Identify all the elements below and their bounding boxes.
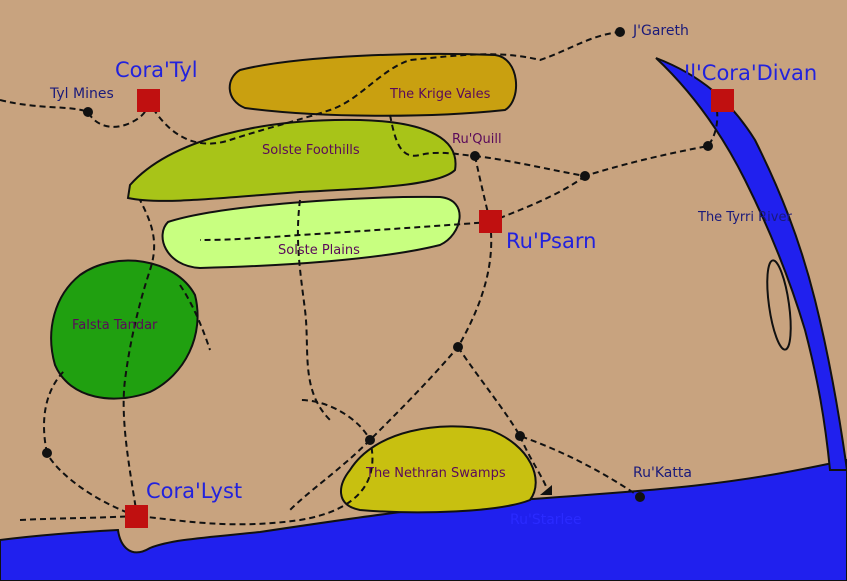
city-marker-rupsarn[interactable] [479,210,502,233]
region-nethran-swamps [340,425,537,514]
town-label-rustarlee: Ru'Starlee [510,512,582,528]
town-marker-rustarlee[interactable] [540,485,552,495]
city-markers [125,89,734,528]
town-dot-central-crossing [453,342,463,352]
town-dot-swamp-east [515,431,525,441]
region-label-solste-plains: Solste Plains [278,243,360,258]
river-island [766,259,792,351]
town-label-rukatta: Ru'Katta [633,465,692,481]
city-label-coratyl[interactable]: Cora'Tyl [115,58,198,82]
city-label-coralyst[interactable]: Cora'Lyst [146,479,242,503]
town-label-jgareth: J'Gareth [632,23,689,39]
town-dot-ruquill[interactable] [470,151,480,161]
town-dot-east-crossing [580,171,590,181]
region-label-nethran-swamps: The Nethran Swamps [365,466,506,481]
town-dot-river-landing [703,141,713,151]
town-label-tyl-mines: Tyl Mines [49,86,114,102]
sea [0,458,847,581]
city-marker-ilcoradivan[interactable] [711,89,734,112]
town-dots [42,27,713,502]
town-dot-tyl-mines[interactable] [83,107,93,117]
region-label-solste-foothills: Solste Foothills [262,143,360,158]
region-krige-vales [228,52,518,117]
town-dot-rukatta[interactable] [635,492,645,502]
region-solste-foothills [126,118,457,202]
city-label-rupsarn[interactable]: Ru'Psarn [506,229,596,253]
city-marker-coratyl[interactable] [137,89,160,112]
town-dot-jgareth[interactable] [615,27,625,37]
town-dot-swamp-west [365,435,375,445]
region-label-falsta-tandar: Falsta Tandar [72,318,158,333]
town-dot-west [42,448,52,458]
region-solste-plains [161,195,461,270]
city-marker-coralyst[interactable] [125,505,148,528]
river-label: The Tyrri River [697,210,792,225]
roads [0,31,719,526]
region-falsta-tandar [50,259,199,400]
region-label-krige-vales: The Krige Vales [389,87,491,102]
town-label-ruquill: Ru'Quill [452,132,502,147]
city-label-ilcoradivan[interactable]: Il'Cora'Divan [684,61,817,85]
